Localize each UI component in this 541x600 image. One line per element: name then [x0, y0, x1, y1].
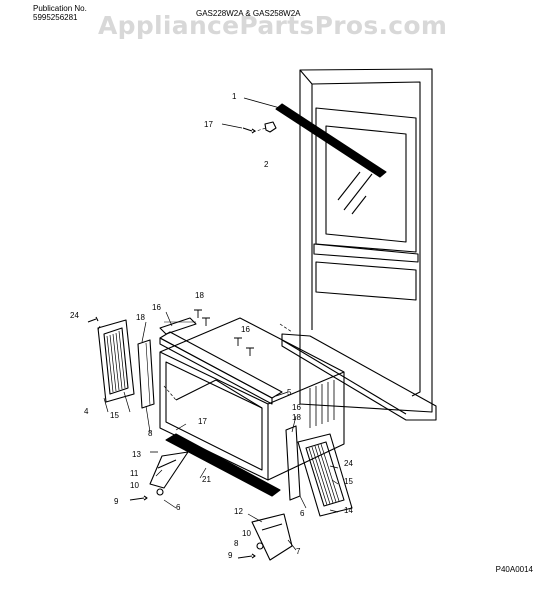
right-curtain-part-14 [297, 433, 353, 517]
screw-part-18c [234, 337, 242, 346]
callout-15b: 15 [344, 477, 353, 486]
sill-angle-part-21 [165, 433, 281, 497]
bracket-part-2 [264, 121, 277, 133]
callout-9a: 9 [114, 497, 119, 506]
cabinet-housing [159, 317, 345, 481]
callout-24b: 24 [344, 459, 353, 468]
callout-2: 2 [264, 160, 269, 169]
washer-part-10a [156, 488, 164, 496]
callout-16c: 16 [292, 403, 301, 412]
support-bracket-left [149, 451, 189, 489]
screw-part-9b [237, 553, 256, 559]
callout-18b: 18 [195, 291, 204, 300]
callout-12: 12 [234, 507, 243, 516]
callout-8a: 8 [148, 429, 153, 438]
left-curtain-part-4 [97, 319, 135, 403]
callout-8b: 8 [234, 539, 239, 548]
callout-1: 1 [232, 92, 237, 101]
support-bracket-right [251, 513, 293, 561]
publication-label: Publication No. [33, 4, 87, 13]
screw-part-9a [129, 495, 148, 501]
callout-7: 7 [296, 547, 301, 556]
screw-part-18b [202, 317, 210, 326]
callout-16b: 16 [241, 325, 250, 334]
site-watermark: AppliancePartsPros.com [98, 11, 448, 40]
callout-13: 13 [132, 450, 141, 459]
callout-10b: 10 [242, 529, 251, 538]
publication-number: 5995256281 [33, 13, 78, 22]
callout-4: 4 [84, 407, 89, 416]
callout-6b: 6 [300, 509, 305, 518]
callout-14: 14 [344, 506, 353, 515]
callout-6a: 6 [176, 503, 181, 512]
callout-21: 21 [202, 475, 211, 484]
screw-part-24a [87, 316, 99, 323]
screw-part-17 [242, 127, 256, 134]
callout-9b: 9 [228, 551, 233, 560]
curtain-frame-part-8 [137, 339, 155, 409]
curtain-frame-part-6 [285, 425, 301, 501]
callout-16a: 16 [152, 303, 161, 312]
callout-17a: 17 [204, 120, 213, 129]
model-numbers: GAS228W2A & GAS258W2A [196, 9, 301, 18]
screw-part-18a [194, 309, 202, 318]
top-rail-part-1 [243, 97, 387, 178]
callout-18a: 18 [136, 313, 145, 322]
washer-part-10b [256, 542, 264, 550]
rail-part-16 [159, 317, 197, 335]
callout-5: 5 [287, 388, 292, 397]
callout-17b: 17 [198, 417, 207, 426]
callout-24a: 24 [70, 311, 79, 320]
diagram-code: P40A0014 [495, 565, 533, 574]
screw-part-18d [246, 347, 254, 356]
callout-10a: 10 [130, 481, 139, 490]
callout-15a: 15 [110, 411, 119, 420]
callout-11: 11 [130, 469, 139, 478]
callout-18c: 18 [292, 413, 301, 422]
